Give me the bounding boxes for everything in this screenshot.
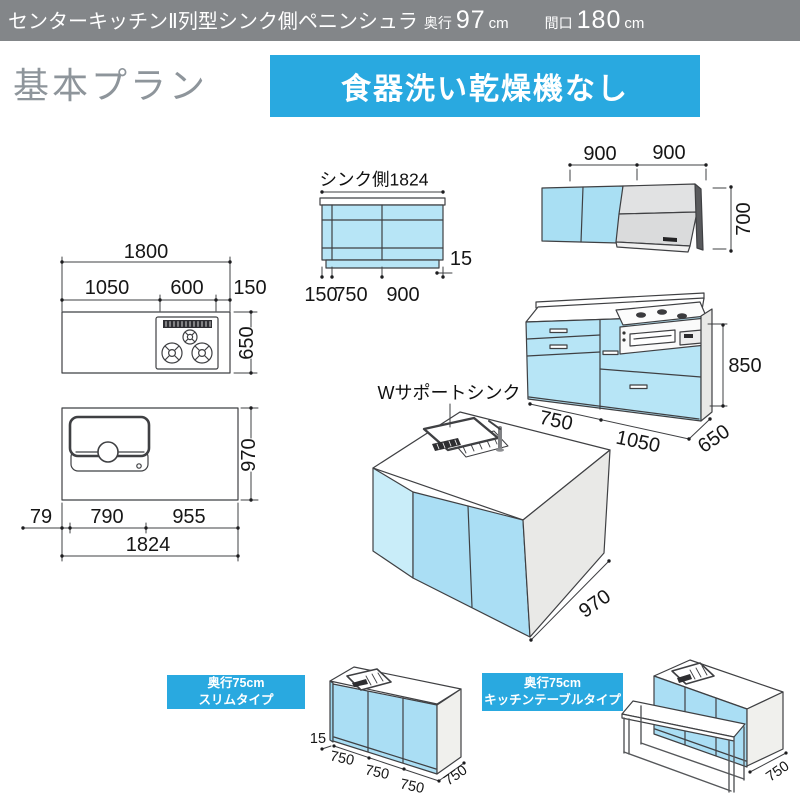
dim-counter-depth: 650 xyxy=(236,326,258,360)
dim-counter-right: 150 xyxy=(233,277,267,299)
dim-sinkplan-depth: 970 xyxy=(238,438,260,472)
dim-elev-kick: 15 xyxy=(449,248,473,270)
slim-badge-depth: 奥行75cm xyxy=(207,675,265,690)
dim-wall-height: 700 xyxy=(733,202,755,236)
counter-plan-drawing xyxy=(60,256,258,375)
dim-slim-a: 750 xyxy=(328,748,356,770)
slim-badge-type: スリムタイプ xyxy=(198,693,274,707)
island-drawing xyxy=(372,403,611,642)
w-support-sink-label: Wサポートシンク xyxy=(377,383,521,403)
dim-elev-a: 150 xyxy=(304,284,338,306)
dim-table-depth: 750 xyxy=(763,758,793,786)
width-value: 180 xyxy=(576,6,622,34)
title-bar: センターキッチンⅡ列型シンク側ペニンシュラ 奥行 97 cm 間口 180 cm xyxy=(0,0,800,41)
dim-sinkplan-right: 955 xyxy=(172,506,206,528)
dim-base-left: 750 xyxy=(537,406,575,436)
table-badge-type: キッチンテーブルタイプ xyxy=(484,693,621,707)
dim-counter-total: 1800 xyxy=(123,241,169,263)
dim-slim-kick: 15 xyxy=(309,730,327,747)
dim-base-right: 1050 xyxy=(613,426,663,458)
dim-wall-left: 900 xyxy=(583,143,617,165)
dim-elev-b: 750 xyxy=(334,284,368,306)
dim-slim-depth: 750 xyxy=(441,762,471,790)
plan-name: 基本プラン xyxy=(13,65,209,106)
sink-elevation-drawing xyxy=(319,190,453,279)
dim-counter-mid: 600 xyxy=(170,277,204,299)
width-unit: cm xyxy=(624,15,645,32)
dim-wall-right: 900 xyxy=(652,142,686,164)
dim-island-depth: 970 xyxy=(575,585,615,623)
dim-slim-b: 750 xyxy=(363,762,391,784)
dim-counter-left: 1050 xyxy=(84,277,130,299)
product-title: センターキッチンⅡ列型シンク側ペニンシュラ xyxy=(8,11,418,33)
dim-slim-c: 750 xyxy=(398,776,426,798)
depth-unit: cm xyxy=(488,15,509,32)
table-badge-depth: 奥行75cm xyxy=(524,675,581,690)
width-label: 間口 xyxy=(544,15,573,31)
depth-label: 奥行 xyxy=(423,15,452,31)
dim-base-depth: 650 xyxy=(694,420,734,458)
slim-type-badge: 奥行75cm スリムタイプ xyxy=(167,675,305,709)
dishwasher-banner: 食器洗い乾燥機なし xyxy=(270,55,700,117)
dim-sinkplan-mid: 790 xyxy=(90,506,124,528)
wall-cabinet-drawing xyxy=(541,163,733,253)
dim-sinkplan-total: 1824 xyxy=(125,534,171,556)
depth-value: 97 xyxy=(455,6,486,34)
kitchen-table-type-badge: 奥行75cm キッチンテーブルタイプ xyxy=(482,673,623,711)
dim-base-height: 850 xyxy=(728,355,762,377)
sink-side-label: シンク側1824 xyxy=(319,169,429,190)
dim-sinkplan-left: 79 xyxy=(29,506,53,528)
dim-elev-c: 900 xyxy=(386,284,420,306)
